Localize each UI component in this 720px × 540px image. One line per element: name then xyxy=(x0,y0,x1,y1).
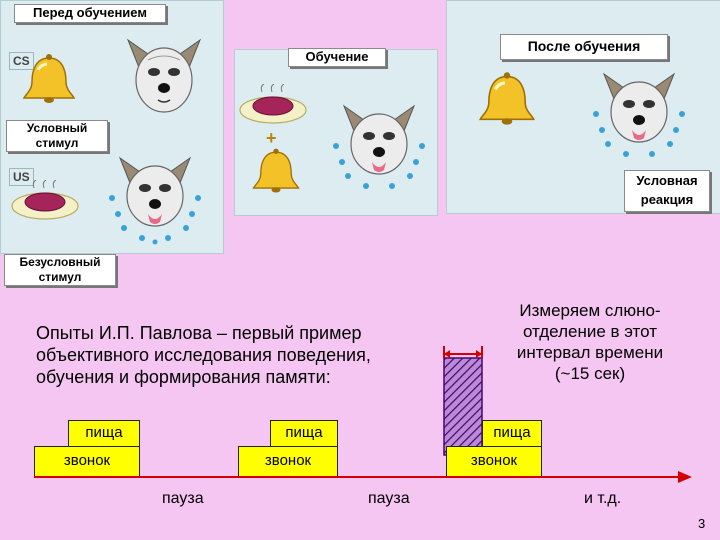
timeline-axis xyxy=(34,476,682,478)
bell-icon xyxy=(478,72,536,125)
timeline-arrow-icon xyxy=(678,471,692,483)
food-box-3: пища xyxy=(482,420,542,448)
tag-us: US xyxy=(9,168,34,186)
bell-icon xyxy=(22,54,76,103)
tag-cs: CS xyxy=(9,52,34,70)
measure-note: Измеряем слюно- отделение в этот интерва… xyxy=(516,301,664,383)
pause-label-2: пауза xyxy=(368,490,410,507)
saliva-drops-icon xyxy=(333,143,425,189)
bell-icon xyxy=(252,148,300,193)
food-box-2: пища xyxy=(270,420,338,448)
label-training: Обучение xyxy=(288,48,386,67)
label-before-training: Перед обучением xyxy=(14,4,166,23)
bell-box-2: звонок xyxy=(238,446,338,478)
label-conditioned-response: Условная реакция xyxy=(624,170,710,212)
saliva-drops-icon xyxy=(109,195,201,245)
dog-face-icon xyxy=(126,38,202,113)
food-plate-icon xyxy=(11,180,79,220)
etc-label: и т.д. xyxy=(584,490,622,507)
plus-sign: + xyxy=(266,128,277,148)
food-plate-icon xyxy=(239,84,307,124)
measurement-interval xyxy=(443,346,483,456)
label-unconditioned-stimulus: Безусловный стимул xyxy=(4,254,116,286)
label-after-training: После обучения xyxy=(500,34,668,60)
bell-box-1: звонок xyxy=(34,446,140,478)
food-box-1: пища xyxy=(68,420,140,448)
description-text: Опыты И.П. Павлова – первый пример объек… xyxy=(36,323,371,387)
dog-face-icon xyxy=(109,156,201,245)
dog-face-icon xyxy=(593,72,685,157)
dog-face-icon xyxy=(333,104,425,189)
pause-label-1: пауза xyxy=(162,490,204,507)
label-conditioned-stimulus: Условный стимул xyxy=(6,120,108,152)
page-number: 3 xyxy=(698,516,706,531)
saliva-drops-icon xyxy=(593,111,685,157)
bell-box-3: звонок xyxy=(446,446,542,478)
